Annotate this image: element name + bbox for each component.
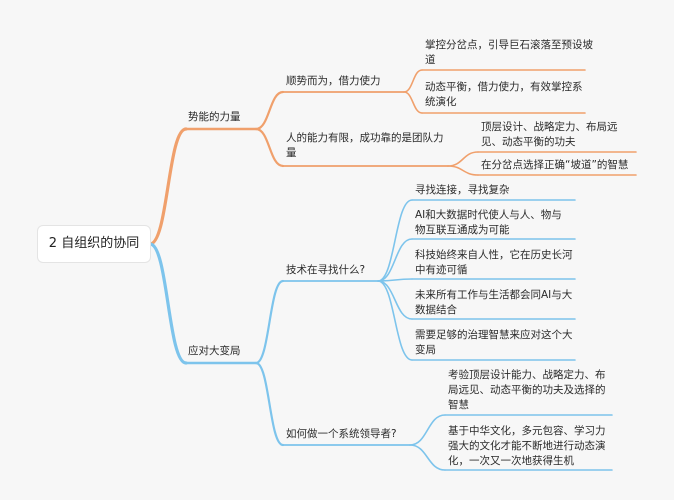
topic-top-level-design[interactable]: 顶层设计、战略定力、布局远见、动态平衡的功夫 xyxy=(481,121,618,148)
link-b1_1-1 xyxy=(403,69,423,93)
topic-ai-big-data[interactable]: AI和大数据时代使人与人、物与物互联互通成为可能 xyxy=(415,209,562,236)
topic-leadership-test[interactable]: 考验顶层设计能力、战略定力、布局远见、动态平衡的功夫及选择的智慧 xyxy=(448,369,606,411)
topic-tech-search[interactable]: 技术在寻找什么? xyxy=(286,264,366,276)
root-topic[interactable]: 2 自组织的协同 xyxy=(38,226,150,262)
topic-great-change[interactable]: 应对大变局 xyxy=(188,345,241,357)
topic-bifurcation-control[interactable]: 掌控分岔点，引导巨石滚落至预设坡道 xyxy=(425,39,593,66)
topic-potential-energy[interactable]: 势能的力量 xyxy=(188,111,241,123)
link-b1-b1_1 xyxy=(254,90,285,131)
link-root-b2 xyxy=(148,242,188,365)
topic-chinese-culture[interactable]: 基于中华文化，多元包容、学习力强大的文化才能不断地进行动态演化，一次又一次地获得… xyxy=(448,425,606,467)
topic-dynamic-balance[interactable]: 动态平衡，借力使力，有效掌控系统演化 xyxy=(425,81,583,108)
topic-tech-humanity[interactable]: 科技始终来自人性，它在历史长河中有迹可循 xyxy=(415,249,573,276)
topic-future-work[interactable]: 未来所有工作与生活都会同AI与大数据结合 xyxy=(415,289,573,316)
link-b2-b2_2 xyxy=(254,361,285,447)
link-b2_1-4 xyxy=(377,280,413,320)
link-b2_1-1 xyxy=(377,199,413,282)
link-root-b1 xyxy=(148,127,188,246)
link-b2_2-2 xyxy=(409,444,446,471)
link-b1-b1_2 xyxy=(254,127,285,168)
link-b2_1-2 xyxy=(377,238,413,282)
link-b1_2-2 xyxy=(447,165,479,176)
topic-slope-wisdom[interactable]: 在分岔点选择正确“坡道”的智慧 xyxy=(481,159,629,171)
link-b2-b2_1 xyxy=(254,279,285,365)
link-b1_2-1 xyxy=(447,151,479,167)
link-b1_1-2 xyxy=(403,91,423,114)
topic-governance[interactable]: 需要足够的治理智慧来应对这个大变局 xyxy=(415,329,573,356)
topic-system-leader[interactable]: 如何做一个系统领导者? xyxy=(286,428,397,440)
link-b2_1-5 xyxy=(377,280,413,361)
topic-seek-connection[interactable]: 寻找连接，寻找复杂 xyxy=(415,184,510,196)
link-b2_2-1 xyxy=(409,414,446,446)
topic-team-power[interactable]: 人的能力有限，成功靠的是团队力量 xyxy=(286,132,444,159)
topic-follow-trend[interactable]: 顺势而为，借力使力 xyxy=(286,75,381,87)
